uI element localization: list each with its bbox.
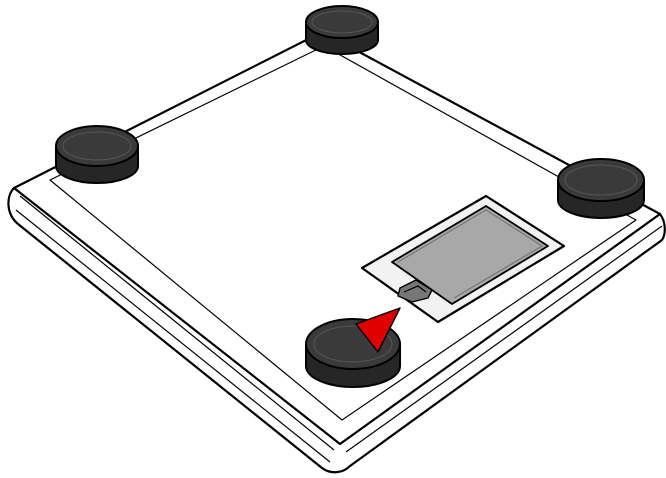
- battery-door-latch: [397, 279, 433, 303]
- front-left-bevel: [19, 195, 335, 451]
- foot-left: [55, 125, 139, 184]
- battery-door-latch-slot: [403, 285, 427, 293]
- front-left-bevel-2: [15, 209, 331, 463]
- scale-side-wall: [7, 186, 666, 474]
- battery-compartment: [360, 194, 566, 324]
- battery-door-inner-edge: [397, 209, 543, 299]
- foot-top-center: [305, 5, 379, 55]
- front-right-bevel: [345, 225, 663, 453]
- pointer-arrow-icon: [355, 307, 401, 353]
- foot-right: [557, 158, 645, 219]
- scale-base-plate: [12, 30, 662, 446]
- inner-panel-outline: [49, 45, 637, 421]
